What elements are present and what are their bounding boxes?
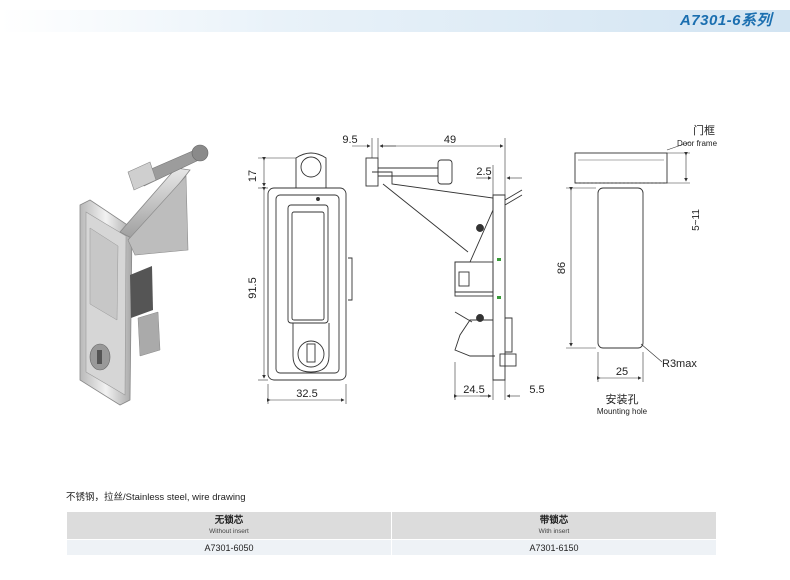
table-row: A7301-6050 A7301-6150 <box>66 539 717 556</box>
side-dim-depth: 24.5 <box>463 384 484 396</box>
technical-drawing: 17 91.5 32.5 <box>79 123 718 416</box>
cutout-view <box>574 152 668 349</box>
cutout-dimensions <box>566 141 691 382</box>
side-dim-offset: 9.5 <box>342 134 357 146</box>
cutout-dim-frame: 5~11 <box>691 209 702 231</box>
cutout-radius: R3max <box>662 358 697 370</box>
models-table: 无锁芯 Without insert 带锁芯 With insert A7301… <box>66 511 717 556</box>
column-label-en: Without insert <box>209 527 249 535</box>
product-illustration <box>79 144 209 406</box>
side-dim-plate: 5.5 <box>529 384 544 396</box>
front-view <box>267 152 353 381</box>
table-header-row: 无锁芯 Without insert 带锁芯 With insert <box>66 511 717 540</box>
front-dim-width: 32.5 <box>296 388 317 400</box>
column-label-zh: 带锁芯 <box>539 514 569 526</box>
column-label-en: With insert <box>538 527 570 535</box>
front-view-dimensions <box>258 157 347 404</box>
cutout-dim-height: 86 <box>556 262 568 274</box>
front-dim-height: 91.5 <box>247 277 259 298</box>
side-view-dimensions <box>352 138 522 400</box>
table-header-cell: 无锁芯 Without insert <box>66 511 392 540</box>
front-dim-top: 17 <box>247 170 259 182</box>
table-header-cell: 带锁芯 With insert <box>391 511 717 540</box>
door-frame-label-en: Door frame <box>677 139 718 148</box>
side-dim-gap: 2.5 <box>476 166 491 178</box>
series-title: A7301-6系列 <box>679 12 772 29</box>
side-dim-length: 49 <box>444 134 456 146</box>
mounting-hole-title-zh: 安装孔 <box>606 392 639 406</box>
mounting-hole-title-en: Mounting hole <box>597 407 648 416</box>
column-label-zh: 无锁芯 <box>214 514 244 526</box>
side-view <box>365 157 523 381</box>
model-number-cell: A7301-6050 <box>66 539 392 556</box>
header-band: A7301-6系列 <box>0 10 790 32</box>
model-number-cell: A7301-6150 <box>391 539 717 556</box>
side-view-marks <box>497 258 501 299</box>
material-note: 不锈钢，拉丝/Stainless steel, wire drawing <box>66 492 246 503</box>
door-frame-label-zh: 门框 <box>693 123 715 137</box>
cutout-dim-width: 25 <box>616 366 628 378</box>
